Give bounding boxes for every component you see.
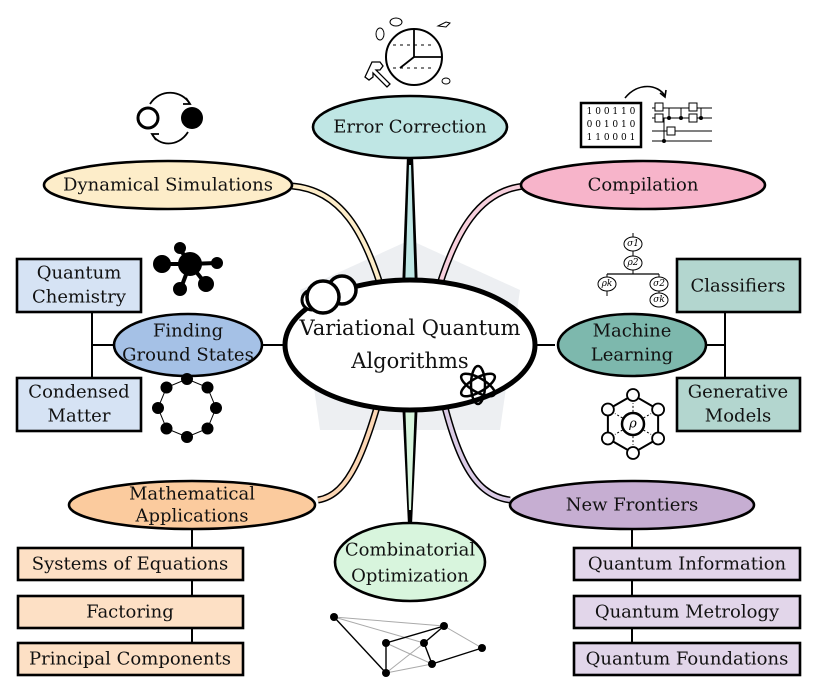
math-applications-label-line2: Applications [134,506,248,527]
new-frontiers-label: New Frontiers [566,495,699,516]
ring-site [181,373,193,385]
bits-row-3: 1 1 0 0 0 1 [587,133,636,143]
ring-site [160,381,173,394]
ground-states-label-line1: Finding [153,321,223,342]
branch-finding-ground-states[interactable]: Finding Ground States [112,312,264,378]
ring-site [152,402,164,414]
math-applications-label-line1: Mathematical [129,484,255,505]
leaf-quantum-foundations[interactable]: Quantum Foundations [572,641,802,677]
connector-combinatorial [402,400,418,525]
quantum-chemistry-label-line1: Quantum [37,263,122,284]
branch-mathematical-applications[interactable]: Mathematical Applications [67,479,317,531]
branch-error-correction[interactable]: Error Correction [311,94,509,160]
branch-dynamical-simulations[interactable]: Dynamical Simulations [42,159,294,211]
clock-wrench-icon [364,17,451,88]
thought-bubble-icon [300,274,358,315]
quantum-chemistry-label-line2: Chemistry [32,287,127,308]
combinatorial-label-line2: Optimization [351,566,469,587]
branch-combinatorial-optimization[interactable]: Combinatorial Optimization [333,521,487,603]
dynamical-simulations-label: Dynamical Simulations [63,175,273,196]
leaf-quantum-information[interactable]: Quantum Information [572,546,802,582]
tensor-label: σ1 [627,239,639,249]
hexagon-arrow [643,429,652,435]
classifiers-label: Classifiers [691,276,786,297]
error-correction-label: Error Correction [333,117,487,138]
bits-row-2: 0 0 1 0 1 0 [587,120,636,130]
hexagon-node [600,431,615,446]
connector-error-correction [402,155,418,290]
density-node [620,411,646,437]
generative-models-label-line2: Models [705,406,771,427]
molecule-icon [153,242,223,296]
quantum-metrology-label: Quantum Metrology [595,602,780,623]
quantum-foundations-label: Quantum Foundations [586,649,789,670]
graph-icon [330,613,486,677]
atom-icon [459,364,497,406]
leaf-systems-of-equations[interactable]: Systems of Equations [16,546,245,582]
hexagon-arrow [614,429,623,435]
bits-row-1: 1 0 0 1 1 0 [587,107,636,117]
hexagon-node [600,402,615,417]
tensor-label: σk [653,295,665,305]
compilation-label: Compilation [588,175,699,196]
ring-site [181,431,193,443]
ring-site [210,402,222,414]
leaf-condensed-matter[interactable]: Condensed Matter [15,376,143,433]
tensor-tree-icon: σ1 ρ2 ρk σ2 σk [597,233,669,308]
tensor-label: ρ2 [626,258,638,268]
factoring-label: Factoring [86,602,174,623]
two-state-transition-icon [136,91,203,145]
condensed-matter-label-line1: Condensed [28,382,129,403]
hexagon-node [651,402,666,417]
tensor-label: σ2 [653,279,665,289]
leaf-quantum-metrology[interactable]: Quantum Metrology [572,594,802,630]
quantum-information-label: Quantum Information [588,554,787,575]
machine-learning-label-line2: Learning [591,345,673,366]
generative-models-label-line1: Generative [688,382,788,403]
branch-machine-learning[interactable]: Machine Learning [556,312,708,378]
hexagon-node [651,431,666,446]
branch-new-frontiers[interactable]: New Frontiers [508,479,756,531]
condensed-matter-label-line2: Matter [48,406,111,427]
ring-site [201,422,214,435]
density-hexagon-icon: ρ [600,388,666,460]
spin-lattice-ring-icon [152,373,222,443]
ring-site [160,422,173,435]
hexagon-arrow [643,413,652,419]
connector-dynamical [291,182,389,301]
branch-compilation[interactable]: Compilation [519,159,767,211]
tensor-label: ρk [601,279,613,289]
ring-site [201,381,214,394]
principal-components-label: Principal Components [29,649,231,670]
systems-of-equations-label: Systems of Equations [32,554,229,575]
leaf-classifiers[interactable]: Classifiers [675,257,802,314]
combinatorial-label-line1: Combinatorial [345,540,475,561]
density-label: ρ [628,417,637,432]
bitstring-to-circuit-icon: 1 0 0 1 1 0 0 0 1 0 1 0 1 1 0 0 0 1 [579,85,712,149]
leaf-generative-models[interactable]: Generative Models [675,376,802,433]
connector-compilation [431,182,526,301]
center-label-line2: Algorithms [350,349,468,373]
leaf-quantum-chemistry[interactable]: Quantum Chemistry [15,257,143,314]
center-label-line1: Variational Quantum [299,316,521,340]
ground-states-label-line2: Ground States [122,345,254,366]
hexagon-arrow [614,413,623,419]
machine-learning-label-line1: Machine [593,321,672,342]
hexagon-node [626,388,640,402]
leaf-factoring[interactable]: Factoring [16,594,245,630]
hexagon-node [626,446,640,460]
leaf-principal-components[interactable]: Principal Components [16,641,245,677]
